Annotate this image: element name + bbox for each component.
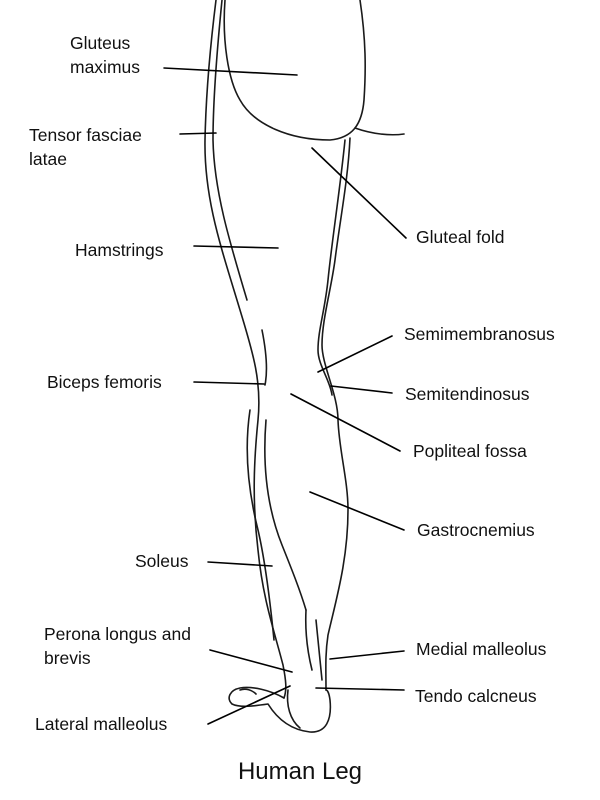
- label-gluteus-maximus: Gluteus maximus: [70, 33, 141, 77]
- label-soleus: Soleus: [135, 551, 189, 571]
- label-biceps-femoris: Biceps femoris: [47, 372, 162, 392]
- leader-medial-malleolus: [329, 650, 405, 660]
- label-tendo-calcneus: Tendo calcneus: [415, 686, 537, 706]
- leader-semitendinosus: [330, 385, 393, 394]
- label-gastrocnemius: Gastrocnemius: [417, 520, 535, 540]
- leader-tensor-fasciae-latae: [179, 132, 217, 135]
- leg-outline: [204, 0, 405, 733]
- leader-biceps-femoris: [193, 381, 265, 385]
- leader-gastrocnemius: [309, 491, 405, 531]
- leader-popliteal-fossa: [290, 393, 401, 452]
- label-medial-malleolus: Medial malleolus: [416, 639, 547, 659]
- leader-semimembranosus: [317, 335, 393, 373]
- leader-gluteal-fold: [311, 147, 407, 239]
- leader-lateral-malleolus: [207, 685, 291, 725]
- leader-perona-longus-brevis: [209, 649, 293, 673]
- label-tensor-fasciae-latae: Tensor fasciae latae: [29, 125, 142, 169]
- label-popliteal-fossa: Popliteal fossa: [413, 441, 527, 461]
- leader-lines: [163, 67, 407, 725]
- label-semimembranosus: Semimembranosus: [404, 324, 555, 344]
- leader-hamstrings: [193, 245, 279, 249]
- leader-soleus: [207, 561, 273, 567]
- label-perona-longus-brevis: Perona longus and brevis: [44, 624, 191, 668]
- label-gluteal-fold: Gluteal fold: [416, 227, 505, 247]
- label-semitendinosus: Semitendinosus: [405, 384, 530, 404]
- leader-gluteus-maximus: [163, 67, 298, 76]
- label-hamstrings: Hamstrings: [75, 240, 164, 260]
- leader-tendo-calcneus: [315, 687, 405, 691]
- label-lateral-malleolus: Lateral malleolus: [35, 714, 168, 734]
- diagram-caption: Human Leg: [237, 758, 363, 785]
